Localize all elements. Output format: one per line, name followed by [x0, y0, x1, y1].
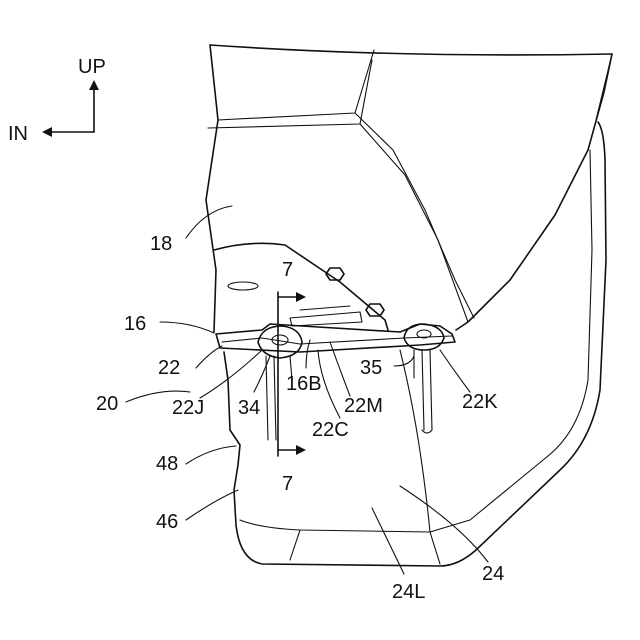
bracket-slot-line — [300, 306, 350, 310]
up-arrow-head — [89, 80, 99, 90]
label-22K: 22K — [462, 391, 498, 413]
label-24: 24 — [482, 563, 504, 585]
leader-16B — [306, 340, 310, 368]
flange-22 — [216, 324, 455, 358]
flange-outline — [216, 324, 455, 352]
mudguard-crease-left — [290, 530, 300, 560]
panel-top-edge — [210, 45, 612, 55]
label-7-bottom: 7 — [282, 473, 293, 495]
leader-35 — [394, 356, 414, 366]
label-18: 18 — [150, 233, 172, 255]
label-22M: 22M — [344, 395, 383, 417]
label-24L: 24L — [392, 581, 425, 603]
clip-34 — [258, 326, 302, 358]
label-16B: 16B — [286, 373, 322, 395]
leader-24L — [372, 508, 404, 574]
mudguard-outer-outline — [224, 122, 606, 566]
panel-crease-diagonal-2 — [355, 113, 474, 318]
mudguard-ridge — [400, 350, 430, 532]
label-46: 46 — [156, 511, 178, 533]
rib-left-1 — [266, 356, 268, 440]
mudguard-crease-right — [430, 532, 440, 564]
label-22: 22 — [158, 357, 180, 379]
flange-inner-line — [222, 336, 452, 344]
up-label: UP — [78, 56, 106, 78]
section-arrow-top-head — [296, 292, 306, 302]
label-22J: 22J — [172, 397, 204, 419]
label-20: 20 — [96, 393, 118, 415]
panel-crease-diagonal — [360, 124, 468, 322]
rib-left-2 — [274, 356, 276, 440]
orientation-indicator: UP IN — [8, 56, 106, 145]
rib-end — [422, 430, 432, 433]
panel-right-crease — [596, 54, 612, 120]
leader-22K — [440, 350, 470, 392]
panel-right-edge — [456, 54, 612, 330]
leader-34 — [254, 356, 270, 392]
panel-crease-upper — [208, 60, 372, 128]
label-48: 48 — [156, 453, 178, 475]
leader-46 — [186, 490, 238, 520]
body-panel-18 — [206, 45, 612, 332]
leader-16 — [160, 322, 214, 333]
label-16: 16 — [124, 313, 146, 335]
label-22C: 22C — [312, 419, 349, 441]
panel-crease-upper-2 — [218, 50, 374, 120]
reference-numerals: 18 16 22 20 7 7 22J 34 16B 22M 22C 35 22… — [96, 233, 504, 603]
bolt-lower — [366, 304, 384, 316]
section-arrow-bottom-head — [296, 445, 306, 455]
bracket-slot — [290, 312, 362, 326]
bracket-16 — [214, 243, 388, 330]
leader-22 — [196, 346, 222, 368]
label-7-top: 7 — [282, 259, 293, 281]
mudguard-24 — [224, 122, 606, 566]
rib-2 — [422, 350, 424, 430]
leader-48 — [186, 446, 236, 464]
label-35: 35 — [360, 357, 382, 379]
panel-left-edge — [206, 45, 218, 332]
in-label: IN — [8, 123, 28, 145]
in-arrow-head — [42, 127, 52, 137]
rib-3 — [430, 350, 432, 430]
label-34: 34 — [238, 397, 260, 419]
bracket-hole — [228, 282, 258, 290]
leader-22J — [200, 350, 262, 398]
